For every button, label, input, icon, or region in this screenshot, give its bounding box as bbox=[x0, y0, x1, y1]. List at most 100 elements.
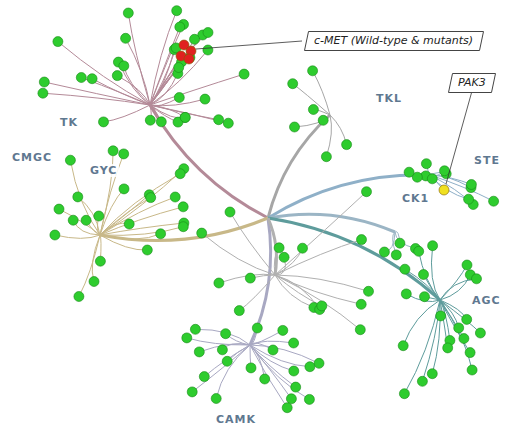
kinase-dot bbox=[289, 366, 299, 376]
kinase-dot bbox=[87, 74, 97, 84]
kinase-dot bbox=[356, 299, 366, 309]
tree-branch bbox=[150, 11, 177, 105]
kinase-dot bbox=[466, 180, 476, 190]
tree-branch bbox=[268, 218, 440, 300]
kinase-dot bbox=[286, 394, 296, 404]
group-label: STE bbox=[472, 154, 502, 167]
kinase-dot bbox=[289, 338, 299, 348]
kinase-dot bbox=[172, 6, 182, 16]
kinase-dot bbox=[401, 289, 411, 299]
tree-branch bbox=[403, 300, 440, 346]
kinase-dot bbox=[268, 345, 278, 355]
kinase-dot bbox=[314, 358, 324, 368]
kinase-dot bbox=[252, 323, 262, 333]
kinase-dot bbox=[203, 28, 213, 38]
kinase-dot bbox=[76, 73, 86, 83]
tree-branch bbox=[268, 214, 395, 232]
kinase-dot bbox=[145, 115, 155, 125]
kinase-dot bbox=[211, 394, 221, 404]
kinase-dot bbox=[454, 323, 464, 333]
kinase-dot bbox=[436, 311, 446, 321]
tree-branch bbox=[104, 105, 151, 122]
kinase-dot bbox=[182, 333, 192, 343]
tree-branch bbox=[150, 74, 244, 105]
kinase-dot bbox=[175, 22, 185, 32]
tree-branch bbox=[250, 345, 296, 387]
kinase-dot bbox=[234, 306, 244, 316]
kinase-dot bbox=[399, 389, 409, 399]
tree-branch bbox=[275, 275, 361, 304]
tree-branch bbox=[239, 275, 275, 311]
kinase-dot bbox=[391, 250, 401, 260]
group-label: CK1 bbox=[400, 192, 431, 205]
kinase-dot bbox=[119, 149, 129, 159]
tree-branch bbox=[100, 197, 175, 235]
leader-line bbox=[446, 91, 472, 184]
kinase-dot bbox=[112, 71, 122, 81]
kinase-dot bbox=[260, 374, 270, 384]
kinase-dot bbox=[194, 347, 204, 357]
tree-branch bbox=[100, 169, 184, 235]
kinase-dot bbox=[95, 256, 105, 266]
kinase-dot bbox=[290, 122, 300, 132]
kinase-dot bbox=[180, 112, 190, 122]
kinase-dot bbox=[99, 117, 109, 127]
tree-branch bbox=[124, 66, 150, 105]
kinase-dot bbox=[317, 301, 327, 311]
kinase-dot bbox=[142, 245, 152, 255]
kinase-dot bbox=[245, 273, 255, 283]
kinase-dot bbox=[121, 33, 131, 43]
tree-branch bbox=[59, 209, 100, 235]
kinase-dot bbox=[124, 219, 134, 229]
tree-branch bbox=[275, 275, 322, 306]
kinase-dot bbox=[362, 187, 372, 197]
kinase-dot bbox=[278, 325, 288, 335]
kinase-dot bbox=[178, 222, 188, 232]
kinase-dot bbox=[156, 229, 166, 239]
tree-branch bbox=[431, 246, 440, 300]
kinase-dot bbox=[119, 61, 129, 71]
kinase-dot bbox=[288, 79, 298, 89]
kinase-dot bbox=[404, 167, 414, 177]
kinase-dot bbox=[462, 314, 472, 324]
tree-branch bbox=[275, 240, 362, 275]
kinase-dot bbox=[214, 115, 224, 125]
kinase-dot bbox=[123, 8, 133, 18]
tree-branch bbox=[202, 233, 275, 275]
kinase-dot bbox=[459, 334, 469, 344]
kinase-dot bbox=[108, 146, 118, 156]
group-label: TK bbox=[58, 116, 80, 129]
kinase-dot bbox=[223, 118, 233, 128]
kinase-dot bbox=[199, 372, 209, 382]
kinase-dot bbox=[187, 387, 197, 397]
kinase-dot bbox=[398, 341, 408, 351]
kinase-dot bbox=[54, 204, 64, 214]
kinase-dot bbox=[190, 324, 200, 334]
tree-branch bbox=[204, 345, 250, 377]
kinase-dot bbox=[291, 382, 301, 392]
callout-box: c-MET (Wild-type & mutants) bbox=[304, 31, 484, 51]
tree-branch bbox=[58, 42, 150, 105]
tree-branch bbox=[126, 38, 150, 105]
kinase-dot bbox=[174, 93, 184, 103]
tree-branch bbox=[275, 275, 369, 291]
kinase-dot bbox=[180, 113, 190, 123]
tree-branch bbox=[150, 50, 208, 105]
tree-branch bbox=[440, 300, 470, 353]
tree-branch bbox=[100, 227, 183, 236]
tree-branch bbox=[440, 265, 467, 300]
callout-box: PAK3 bbox=[448, 73, 496, 93]
kinase-dot bbox=[119, 184, 129, 194]
group-label: GYC bbox=[88, 164, 119, 177]
kinase-dot bbox=[400, 264, 410, 274]
tree-branch bbox=[440, 275, 470, 300]
tree-branch bbox=[250, 345, 287, 408]
kinase-dot bbox=[203, 45, 213, 55]
tree-branch bbox=[295, 115, 331, 127]
kinase-dot bbox=[355, 325, 365, 335]
tree-branch bbox=[100, 174, 180, 235]
tree-branch bbox=[79, 235, 100, 297]
kinase-dot bbox=[74, 292, 84, 302]
pak3-dot bbox=[439, 185, 449, 195]
